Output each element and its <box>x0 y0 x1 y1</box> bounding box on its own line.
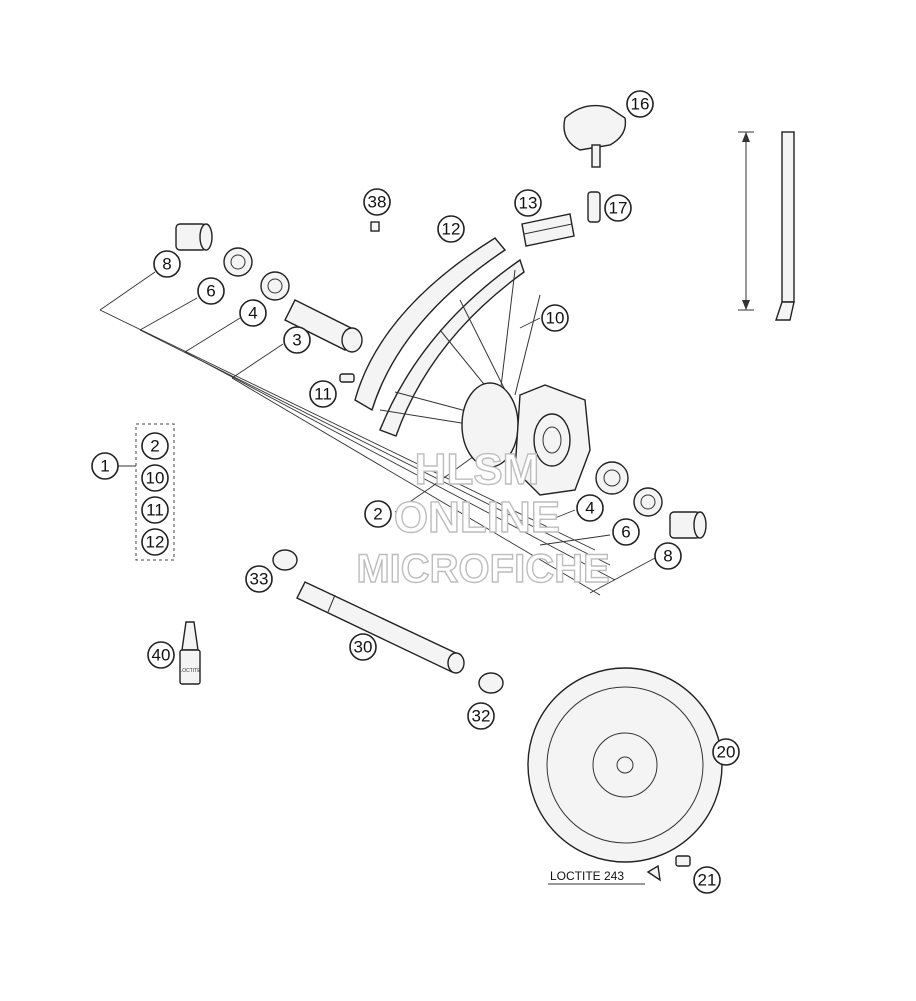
svg-text:8: 8 <box>162 255 171 274</box>
svg-text:2: 2 <box>150 437 159 456</box>
callout-3: 3 <box>283 326 311 354</box>
svg-text:3: 3 <box>292 331 301 350</box>
svg-text:11: 11 <box>146 501 164 520</box>
svg-text:10: 10 <box>146 469 165 488</box>
svg-text:32: 32 <box>472 707 491 726</box>
svg-text:12: 12 <box>146 533 165 552</box>
svg-text:8: 8 <box>663 547 672 566</box>
callout-16: 16 <box>626 90 654 118</box>
loctite-tube-part <box>179 621 201 685</box>
kit-item-2: 2 <box>141 432 169 460</box>
callout-6-right: 6 <box>612 518 640 546</box>
brake-disc-part <box>527 667 723 863</box>
rim-part <box>354 237 525 437</box>
svg-text:30: 30 <box>354 638 373 657</box>
spacer-left-part <box>175 223 213 251</box>
callout-38: 38 <box>363 188 391 216</box>
callout-12: 12 <box>437 215 465 243</box>
callout-32: 32 <box>467 702 495 730</box>
svg-text:33: 33 <box>250 570 269 589</box>
bearing-left-part <box>260 271 290 301</box>
callout-40: 40 <box>147 641 175 669</box>
callout-8-right: 8 <box>654 542 682 570</box>
svg-text:MICROFICHE: MICROFICHE <box>356 547 609 591</box>
callout-21: 21 <box>693 866 721 894</box>
callout-4-right: 4 <box>576 494 604 522</box>
callout-6-left: 6 <box>197 277 225 305</box>
axle-nut-right-part <box>478 672 504 694</box>
watermark: HLSM ONLINE MICROFICHE <box>356 444 611 591</box>
svg-text:11: 11 <box>314 385 332 404</box>
kit-item-11: 11 <box>141 496 169 524</box>
svg-text:ONLINE: ONLINE <box>394 493 560 542</box>
rim-tape-part <box>521 213 575 247</box>
svg-text:40: 40 <box>152 646 171 665</box>
axle-nut-left-part <box>272 549 298 571</box>
svg-text:16: 16 <box>631 95 650 114</box>
rim-lock-part <box>563 104 627 168</box>
valve-part <box>587 191 601 223</box>
svg-text:4: 4 <box>248 304 257 323</box>
spacer-right-part <box>669 511 707 539</box>
callout-10: 10 <box>541 304 569 332</box>
kit-item-10: 10 <box>141 464 169 492</box>
callout-1: 1 <box>91 452 119 480</box>
callout-33: 33 <box>245 565 273 593</box>
small-nut-part <box>370 221 380 232</box>
svg-text:38: 38 <box>368 193 387 212</box>
callout-13: 13 <box>514 189 542 217</box>
kit-item-12: 12 <box>141 528 169 556</box>
svg-text:20: 20 <box>717 743 736 762</box>
seal-left-part <box>223 247 253 277</box>
seal-right-part <box>633 487 663 517</box>
svg-text:6: 6 <box>206 282 215 301</box>
svg-text:12: 12 <box>442 220 461 239</box>
disc-bolt-part <box>646 855 691 882</box>
hub-part <box>461 382 591 496</box>
svg-text:17: 17 <box>609 199 628 218</box>
svg-text:1: 1 <box>100 457 109 476</box>
svg-text:2: 2 <box>373 505 382 524</box>
loctite-tube-label: LOCTITE <box>179 668 201 674</box>
callout-8-left: 8 <box>153 250 181 278</box>
nipple-part <box>339 373 355 383</box>
callout-11: 11 <box>309 380 337 408</box>
callout-4-left: 4 <box>239 299 267 327</box>
loctite-label: LOCTITE 243 <box>550 869 624 883</box>
svg-text:4: 4 <box>585 499 594 518</box>
distance-sleeve-part <box>284 299 363 353</box>
svg-text:10: 10 <box>546 309 565 328</box>
svg-text:13: 13 <box>519 194 538 213</box>
callout-20: 20 <box>712 738 740 766</box>
callout-17: 17 <box>604 194 632 222</box>
spoke-part <box>775 131 795 321</box>
svg-text:6: 6 <box>621 523 630 542</box>
bearing-right-part <box>595 461 629 495</box>
callout-30: 30 <box>349 633 377 661</box>
svg-text:HLSM: HLSM <box>415 445 540 494</box>
svg-text:21: 21 <box>698 871 717 890</box>
callout-2-hub: 2 <box>364 500 392 528</box>
axle-part <box>296 581 465 674</box>
